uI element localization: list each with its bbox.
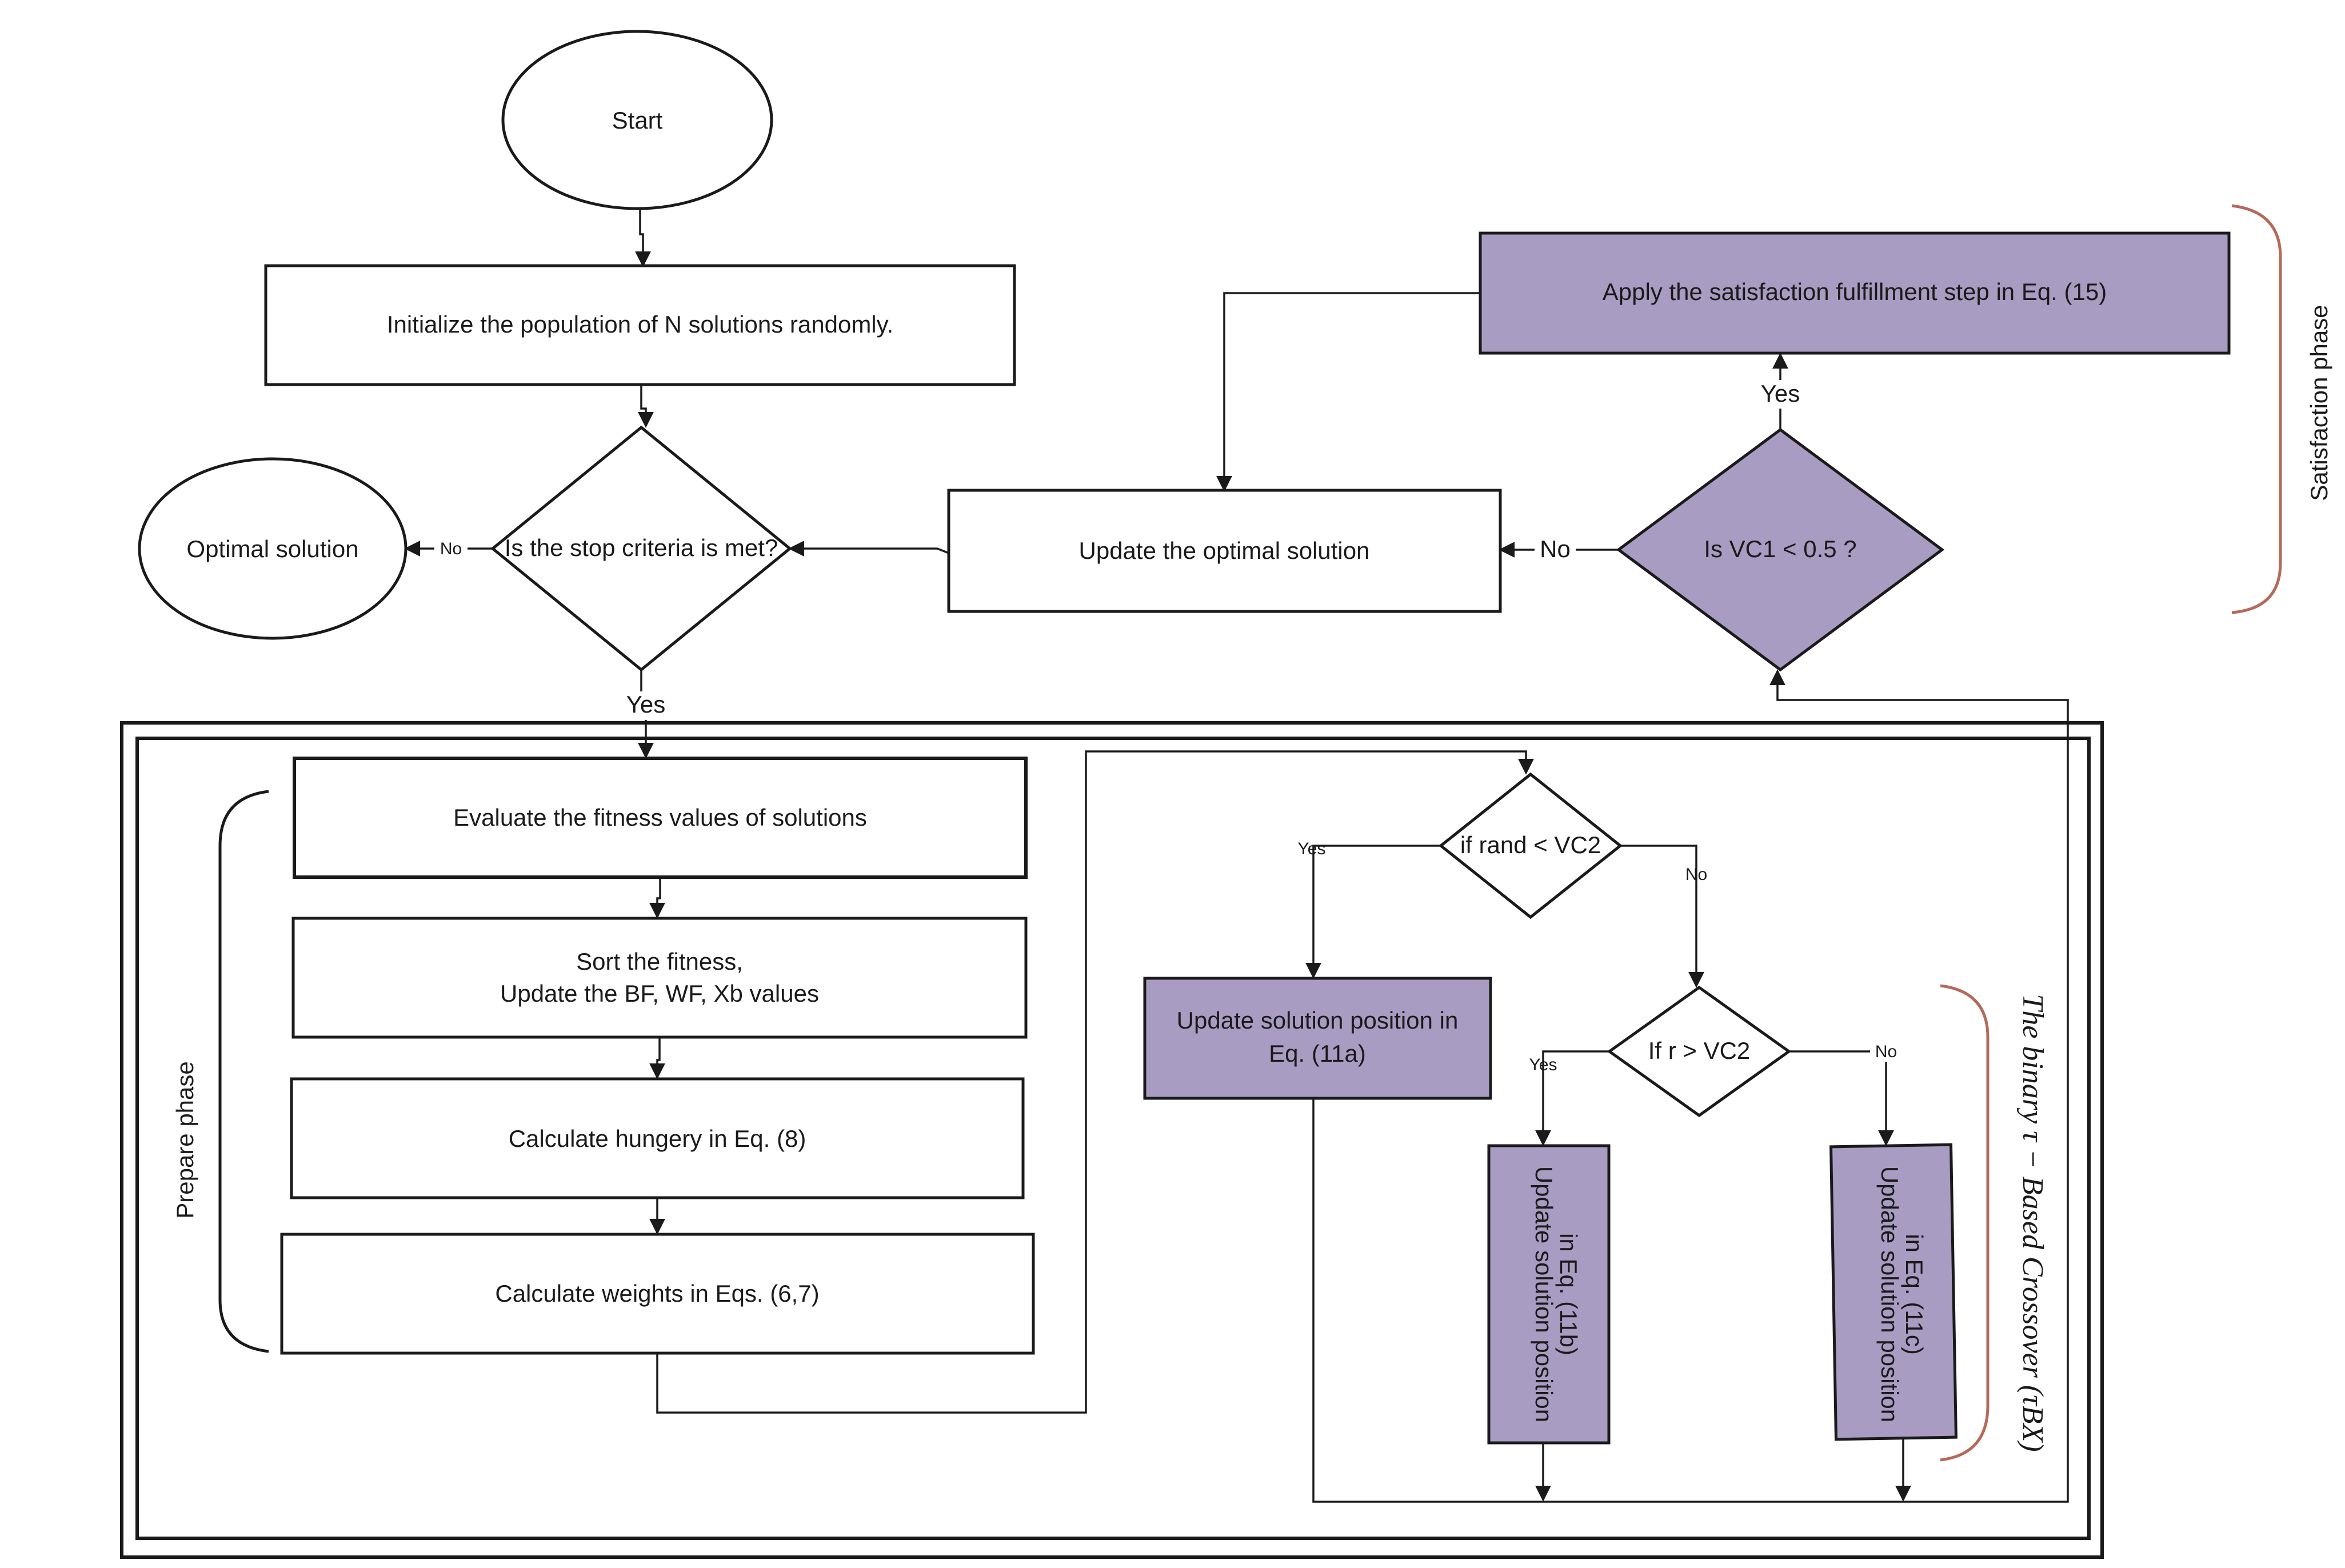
sort-label-line2: Update the BF, WF, Xb values xyxy=(500,980,819,1007)
satisfaction-step-label: Apply the satisfaction fulfillment step … xyxy=(1603,278,2107,305)
hungery-box xyxy=(290,1077,1025,1199)
update-11a-line1: Update solution position in xyxy=(1177,1007,1459,1034)
label-no-stop-optimal: No xyxy=(440,539,462,558)
weights-label: Calculate weights in Eqs. (6,7) xyxy=(495,1280,819,1307)
edge-rand-11a xyxy=(1305,845,1441,979)
prepare-phase-label: Prepare phase xyxy=(171,1061,198,1219)
rand-check-diamond xyxy=(1438,772,1623,919)
start-label: Start xyxy=(612,107,663,134)
update-11c-line2: in Eq. (11c) xyxy=(1901,1234,1928,1355)
label-yes-rand-11a: Yes xyxy=(1298,839,1326,858)
edge-evaluate-sort xyxy=(649,877,665,919)
init-label: Initialize the population of N solutions… xyxy=(387,311,893,338)
update-11a-box xyxy=(1143,977,1492,1100)
update-11b-line2: in Eq. (11b) xyxy=(1555,1233,1582,1355)
hungery-label: Calculate hungery in Eq. (8) xyxy=(509,1125,806,1152)
update-11c-line1: Update solution position xyxy=(1876,1166,1903,1422)
edge-11a-bottom xyxy=(1312,669,2069,1503)
start-node xyxy=(501,30,773,210)
satisfaction-brace xyxy=(2231,204,2282,614)
edge-rand-r xyxy=(1620,845,1704,988)
evaluate-label: Evaluate the fitness values of solutions xyxy=(453,804,867,831)
crossover-brace xyxy=(1940,984,1990,1462)
edge-start-init xyxy=(635,209,651,267)
sort-label-line1: Sort the fitness, xyxy=(576,948,743,975)
init-box xyxy=(264,264,1016,386)
edge-sort-hungery xyxy=(649,1037,665,1079)
rand-check-label: if rand < VC2 xyxy=(1460,831,1601,858)
update-11b-box xyxy=(1487,1144,1611,1445)
sort-box xyxy=(291,917,1028,1039)
crossover-phase-label: The binary τ − Based Crossover (τBX) xyxy=(2016,994,2049,1451)
vc1-label: Is VC1 < 0.5 ? xyxy=(1704,535,1856,562)
inner-frame xyxy=(135,737,2091,1540)
weights-box xyxy=(280,1233,1035,1355)
update-optimal-box xyxy=(947,489,1502,613)
stop-check-label: Is the stop criteria is met? xyxy=(505,534,778,561)
edge-r-11b xyxy=(1535,1050,1609,1146)
edge-r-11c xyxy=(1789,1050,1894,1146)
r-check-diamond xyxy=(1607,985,1792,1118)
update-optimal-label: Update the optimal solution xyxy=(1079,537,1370,564)
update-11a-line2: Eq. (11a) xyxy=(1269,1040,1366,1067)
edge-weights-rand xyxy=(656,750,1534,1414)
evaluate-box xyxy=(293,757,1028,879)
prepare-brace xyxy=(218,790,269,1353)
label-yes-vc1-satisfaction: Yes xyxy=(1761,380,1800,407)
outer-frame xyxy=(120,721,2104,1559)
label-no-r-11c: No xyxy=(1875,1042,1897,1061)
label-yes-r-11b: Yes xyxy=(1529,1055,1557,1074)
r-check-label: If r > VC2 xyxy=(1648,1037,1751,1064)
optimal-label: Optimal solution xyxy=(186,535,358,562)
satisfaction-step-box xyxy=(1479,231,2231,355)
label-yes-stop-evaluate: Yes xyxy=(626,691,666,718)
label-no-rand-r: No xyxy=(1685,865,1707,884)
update-11b-line1: Update solution position xyxy=(1531,1166,1557,1422)
edge-init-stop xyxy=(638,385,654,428)
satisfaction-phase-label: Satisfaction phase xyxy=(2306,305,2332,501)
edge-satisfaction-update xyxy=(1216,292,1480,492)
edge-update-stop xyxy=(788,541,949,557)
label-no-vc1-update: No xyxy=(1540,535,1571,562)
